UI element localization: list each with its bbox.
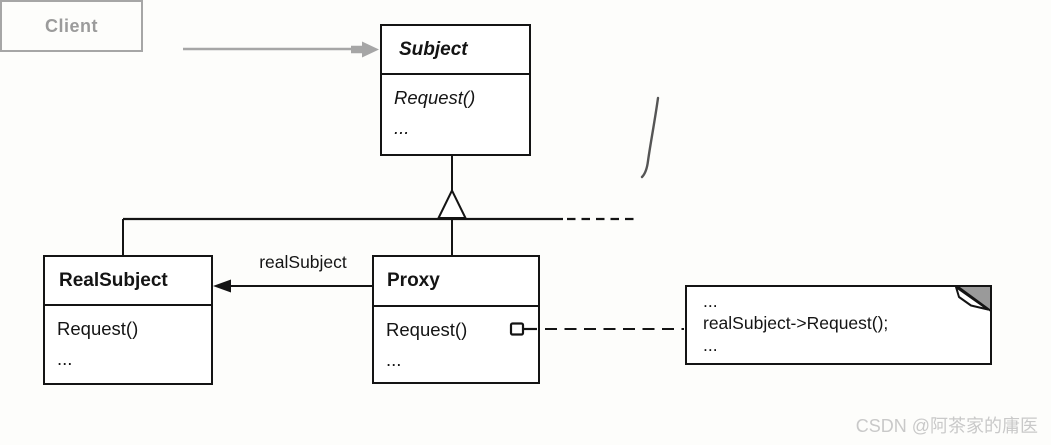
class-box-proxy: Proxy Request() ... xyxy=(372,255,540,384)
class-box-client: Client xyxy=(0,0,143,52)
class-title: Subject xyxy=(382,26,529,75)
class-title: Client xyxy=(44,15,98,36)
class-method: Request() xyxy=(386,319,468,340)
client-association-connector xyxy=(183,41,379,58)
code-note: ... realSubject->Request(); ... xyxy=(685,285,992,365)
class-methods: Request() ... xyxy=(382,75,529,143)
class-title: RealSubject xyxy=(45,257,211,306)
gray-arrowhead-icon xyxy=(351,41,379,58)
note-line: ... xyxy=(703,291,718,311)
class-method: Request() xyxy=(394,87,476,108)
class-box-subject: Subject Request() ... xyxy=(380,24,531,156)
class-method: ... xyxy=(57,348,73,369)
inheritance-connector xyxy=(122,156,638,256)
association-label: realSubject xyxy=(259,252,347,272)
class-title: Proxy xyxy=(374,257,538,307)
note-line: realSubject->Request(); xyxy=(703,313,889,333)
realsubject-association-connector xyxy=(213,279,372,293)
inheritance-triangle-icon xyxy=(436,188,468,219)
class-method: ... xyxy=(386,349,402,370)
filled-arrowhead-icon xyxy=(213,279,231,293)
class-box-realsubject: RealSubject Request() ... xyxy=(43,255,213,385)
stray-stroke-artifact xyxy=(640,96,660,179)
note-line: ... xyxy=(703,335,718,355)
class-methods: Request() ... xyxy=(374,307,538,375)
class-methods: Request() ... xyxy=(45,306,211,374)
watermark-text: CSDN @阿茶家的庸医 xyxy=(855,416,1038,436)
class-method: Request() xyxy=(57,318,139,339)
class-method: ... xyxy=(394,117,410,138)
